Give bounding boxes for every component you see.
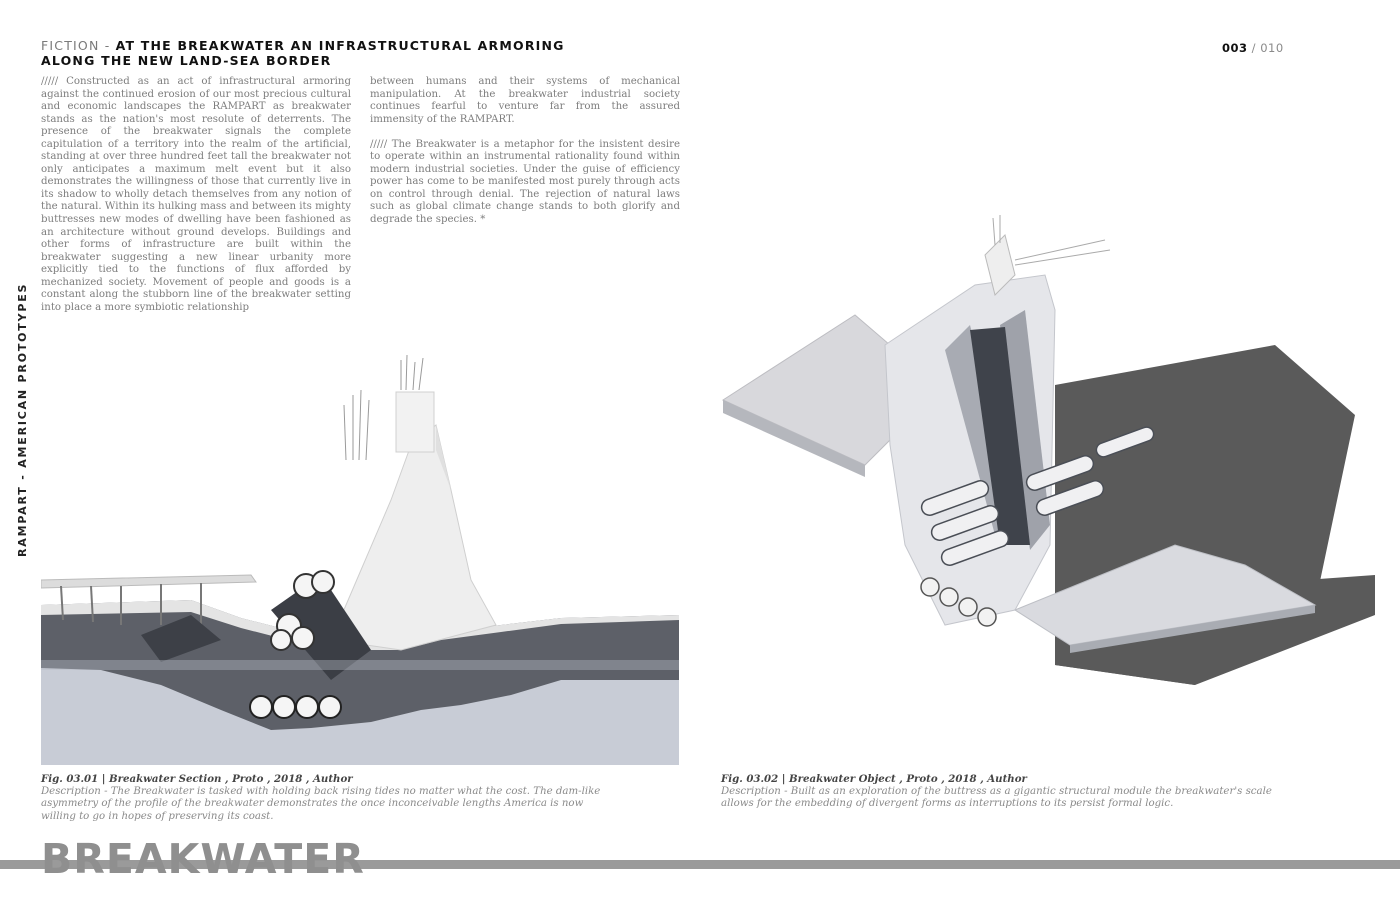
heading-prefix: FICTION - — [41, 38, 116, 53]
footer-title: BREAKWATER — [41, 835, 365, 883]
side-section-label: RAMPART - AMERICAN PROTOTYPES — [16, 282, 29, 557]
figure-caption-2: Fig. 03.02 | Breakwater Object , Proto ,… — [721, 773, 1281, 811]
figure-title: Fig. 03.01 | Breakwater Section , Proto … — [41, 773, 353, 785]
body-paragraph: between humans and their systems of mech… — [370, 76, 680, 125]
page-heading: FICTION - AT THE BREAKWATER AN INFRASTRU… — [41, 38, 641, 68]
breakwater-object-image — [715, 215, 1395, 760]
figure-description: Description - The Breakwater is tasked w… — [41, 785, 601, 822]
figure-description: Description - Built as an exploration of… — [721, 785, 1272, 810]
page-number: 003 / 010 — [1222, 41, 1284, 55]
figure-title: Fig. 03.02 | Breakwater Object , Proto ,… — [721, 773, 1027, 785]
footer-bar — [0, 860, 1400, 869]
heading-title-line2: ALONG THE NEW LAND-SEA BORDER — [41, 53, 332, 68]
page-separator: / — [1247, 41, 1261, 55]
page-total: 010 — [1260, 41, 1284, 55]
heading-title-line1: AT THE BREAKWATER AN INFRASTRUCTURAL ARM… — [115, 38, 565, 53]
page-current: 003 — [1222, 41, 1248, 55]
figure-caption-1: Fig. 03.01 | Breakwater Section , Proto … — [41, 773, 601, 823]
body-column-1: ///// Constructed as an act of infrastru… — [41, 76, 351, 313]
body-paragraph: ///// The Breakwater is a metaphor for t… — [370, 138, 680, 225]
breakwater-section-image — [41, 350, 679, 765]
body-column-2: between humans and their systems of mech… — [370, 76, 680, 239]
